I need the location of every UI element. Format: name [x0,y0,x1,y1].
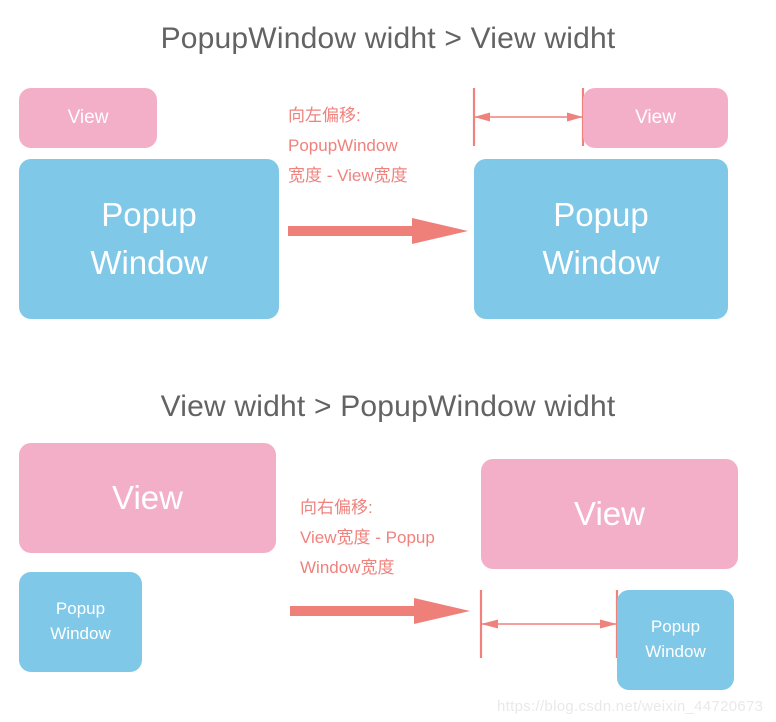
annotation-line-2: View宽度 - Popup [300,527,435,547]
popup-box-line2: Window [542,244,660,281]
annotation-line-3: 宽度 - View宽度 [288,165,408,185]
view-box-before-top: View [19,88,157,148]
popup-box-line2: Window [90,244,208,281]
popup-box-after-top: Popup Window [474,159,728,319]
rightward-transition-arrow-bottom [290,594,470,628]
offset-measure-arrow-bottom [475,588,625,660]
view-box-label: View [635,107,676,129]
popup-box-before-bottom: Popup Window [19,572,142,672]
annotation-line-3: Window宽度 [300,557,395,577]
popup-box-before-top: Popup Window [19,159,279,319]
popup-box-line1: Popup [55,599,106,619]
view-box-after-bottom: View [481,459,738,569]
popup-box-line1: Popup [101,196,197,234]
annotation-shift-right: 向右偏移: View宽度 - Popup Window宽度 [300,493,435,582]
annotation-line-1: 向右偏移: [300,498,373,517]
annotation-line-1: 向左偏移: [288,106,361,125]
view-box-label: View [67,107,109,129]
view-box-before-bottom: View [19,443,276,553]
rightward-transition-arrow-top [288,214,468,248]
popup-box-line1: Popup [650,617,701,637]
section-title-view-wider: View widht > PopupWindow widht [160,390,616,423]
popup-box-after-bottom: Popup Window [617,590,734,690]
offset-measure-arrow-top [468,86,592,148]
annotation-line-2: PopupWindow [288,135,398,155]
annotation-shift-left: 向左偏移: PopupWindow 宽度 - View宽度 [288,101,408,190]
popup-box-line2: Window [645,642,706,661]
watermark-url: https://blog.csdn.net/weixin_44720673 [497,698,764,715]
popup-box-line1: Popup [553,196,649,234]
section-title-popup-wider: PopupWindow widht > View widht [160,22,616,55]
view-box-label: View [112,479,183,517]
view-box-label: View [574,495,645,533]
view-box-after-top: View [583,88,728,148]
popup-box-line2: Window [50,624,111,643]
